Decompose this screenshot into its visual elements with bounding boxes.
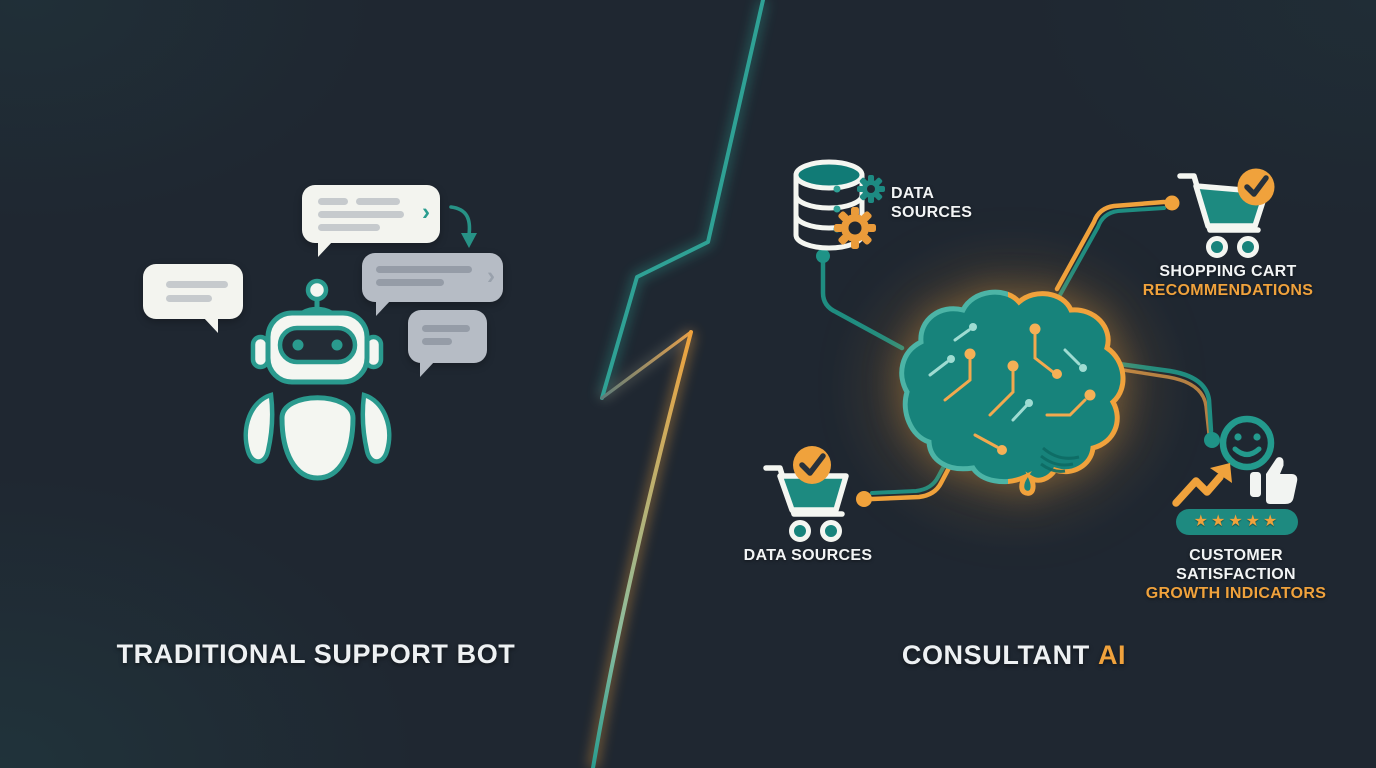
text-line — [166, 295, 212, 302]
connector-brain-satisfaction — [1108, 360, 1220, 448]
chevron-right-icon: › — [487, 262, 495, 290]
speech-bubble-gray: › — [362, 253, 503, 316]
data-cart-icon — [763, 446, 849, 542]
speech-bubble-top: › — [302, 185, 440, 257]
connector-database-brain — [816, 249, 905, 351]
shopping-cart-label: SHOPPING CART RECOMMENDATIONS — [1142, 263, 1314, 299]
right-title-accent: AI — [1097, 640, 1127, 670]
speech-bubble-small — [408, 310, 487, 377]
lightning-bolt-divider — [591, 0, 765, 768]
connector-brain-cart — [1054, 195, 1180, 297]
thumbs-up-icon — [1250, 457, 1298, 504]
connector-cart-brain — [856, 425, 971, 507]
data-sources-top-label: DATA SOURCES — [891, 185, 973, 221]
robot-icon — [243, 278, 392, 481]
text-line — [166, 281, 228, 288]
arrow-icon — [449, 205, 477, 248]
gear-icon — [857, 175, 885, 203]
stars: ★★★★★ — [1193, 513, 1281, 530]
smiley-icon — [1219, 415, 1275, 471]
check-icon — [1237, 168, 1275, 206]
customer-satisfaction-label: CUSTOMER SATISFACTION GROWTH INDICATORS — [1145, 547, 1327, 602]
right-title: CONSULTANT AI — [901, 640, 1127, 670]
growth-arrow-icon — [1172, 463, 1232, 507]
left-title: TRADITIONAL SUPPORT BOT — [116, 639, 516, 669]
chevron-right-icon: › — [422, 198, 430, 226]
satisfaction-icons — [1172, 415, 1298, 507]
check-icon — [793, 446, 831, 484]
shopping-cart-icon — [1177, 168, 1275, 258]
star-rating: ★★★★★ — [1176, 509, 1298, 535]
ai-brain-icon — [885, 280, 1135, 510]
database-icon — [793, 159, 885, 251]
data-sources-bottom-label: DATA SOURCES — [743, 547, 873, 564]
gear-icon — [834, 207, 876, 249]
speech-bubble-left — [143, 264, 243, 333]
